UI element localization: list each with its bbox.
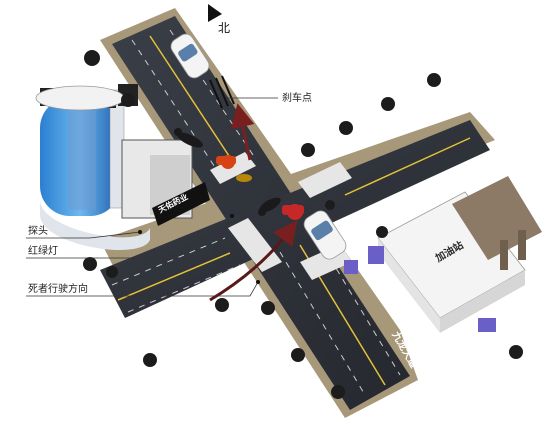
north-compass: 北	[208, 4, 230, 35]
trees	[83, 50, 523, 399]
north-label: 北	[218, 21, 230, 35]
crosswalks	[210, 152, 352, 280]
travel-arrows	[209, 103, 298, 302]
gas-station: 加油站	[344, 176, 542, 333]
blue-tower	[35, 84, 193, 250]
car-crash	[303, 210, 347, 260]
skid-marks	[209, 75, 235, 109]
road-label-west: 法华路	[131, 319, 164, 345]
car-north	[170, 33, 210, 79]
callout-leaders	[26, 97, 278, 297]
scooter	[216, 155, 236, 169]
vehicles	[170, 33, 347, 260]
callout-dots	[138, 214, 260, 284]
brake-point-label: 刹车点	[282, 91, 312, 104]
victims	[174, 128, 281, 216]
victim-direction-label: 死者行驶方向	[28, 282, 88, 295]
motorcycle	[282, 204, 304, 220]
traffic-light-label: 红绿灯	[28, 244, 58, 257]
north-arrow-icon	[208, 4, 222, 22]
camera-label: 探头	[28, 224, 48, 237]
